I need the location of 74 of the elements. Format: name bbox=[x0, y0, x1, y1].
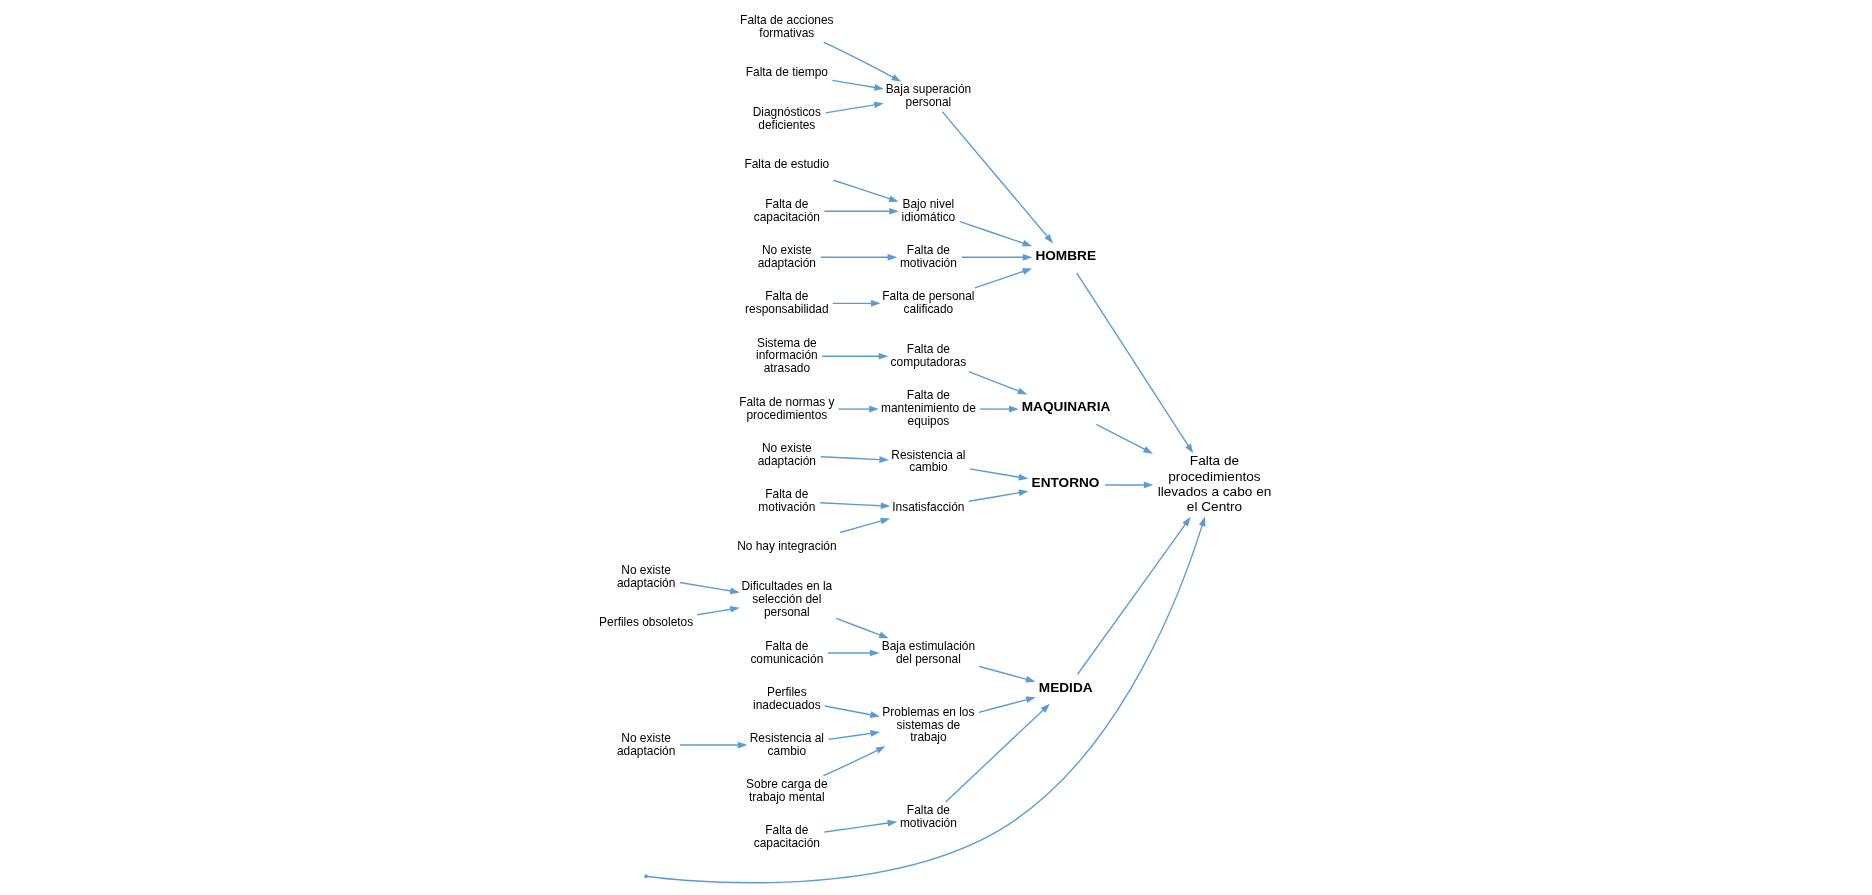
arrow bbox=[968, 468, 1028, 481]
node-text: Falta de responsabilidad bbox=[744, 289, 829, 316]
arrow bbox=[1104, 481, 1153, 489]
arrow bbox=[977, 696, 1036, 713]
node-text: Falta de comunicación bbox=[749, 638, 823, 666]
node-text: Insatisfacción bbox=[891, 500, 965, 515]
node-text: ENTORNO bbox=[1031, 475, 1099, 491]
arrow bbox=[831, 300, 881, 307]
node-text: No hay integración bbox=[736, 539, 837, 554]
node-text: Falta de mantenimiento de equipos bbox=[880, 388, 976, 429]
node-text: Sistema de información atrasado bbox=[755, 335, 818, 376]
node-text: No existe adaptación bbox=[757, 440, 816, 468]
arrow bbox=[967, 489, 1028, 502]
arrow bbox=[839, 517, 890, 534]
node-text: Falta de motivación bbox=[757, 486, 815, 514]
arrow bbox=[823, 819, 897, 833]
node-text: Perfiles inadecuados bbox=[752, 684, 821, 712]
node-text: Falta de procedimientos llevados a cabo en el Centro bbox=[1157, 453, 1271, 515]
node-text: Sobre carga de trabajo mental bbox=[745, 776, 828, 804]
arrow bbox=[824, 101, 884, 114]
node-text: Baja superación personal bbox=[885, 81, 971, 109]
node-text: Falta de motivación bbox=[899, 803, 957, 831]
node-text: Falta de computadoras bbox=[890, 341, 966, 369]
arrow bbox=[978, 665, 1035, 683]
node-text: Falta de motivación bbox=[899, 243, 957, 270]
node-text: Falta de acciones formativas bbox=[739, 12, 834, 40]
arrow bbox=[678, 581, 740, 595]
arrow bbox=[818, 502, 890, 510]
arrow bbox=[821, 352, 888, 360]
node-text: Diagnósticos deficientes bbox=[752, 104, 821, 132]
node-text: Resistencia al cambio bbox=[890, 447, 966, 475]
arrow bbox=[960, 253, 1032, 261]
arrow bbox=[1076, 516, 1191, 675]
arrow bbox=[822, 746, 886, 777]
arrow bbox=[944, 703, 1050, 803]
arrow bbox=[832, 179, 899, 202]
node-text: Falta de capacitación bbox=[753, 822, 820, 850]
arrow bbox=[678, 741, 747, 749]
node-text: Baja estimulación del personal bbox=[881, 638, 975, 666]
arrow bbox=[827, 730, 880, 740]
node-text: Falta de personal calificado bbox=[881, 289, 974, 316]
arrow bbox=[646, 516, 1205, 884]
node-text: Bajo nivel idiomático bbox=[901, 197, 955, 224]
node-text: No existe adaptación bbox=[757, 243, 816, 270]
arrow bbox=[819, 456, 889, 463]
node-text: Resistencia al cambio bbox=[749, 730, 824, 758]
arrow bbox=[973, 268, 1032, 289]
node-text: Falta de tiempo bbox=[745, 65, 828, 80]
node-text: Falta de capacitación bbox=[753, 197, 820, 224]
arrow bbox=[837, 405, 879, 413]
arrow bbox=[696, 606, 740, 616]
arrow bbox=[958, 221, 1032, 247]
arrow bbox=[826, 649, 880, 657]
node-text: Perfiles obsoletos bbox=[598, 615, 693, 630]
node-text: Falta de normas y procedimientos bbox=[738, 394, 835, 422]
arrow bbox=[831, 79, 884, 91]
arrow bbox=[1075, 272, 1193, 454]
node-text: MAQUINARIA bbox=[1021, 399, 1110, 415]
node-text: MEDIDA bbox=[1038, 680, 1093, 696]
arrow bbox=[822, 41, 901, 82]
arrow bbox=[1095, 423, 1153, 454]
arrow bbox=[819, 253, 897, 261]
node-text: Falta de estudio bbox=[743, 157, 829, 172]
arrow bbox=[835, 617, 889, 639]
node-text: Dificultades en la selección del personal bbox=[740, 579, 832, 620]
node-text: HOMBRE bbox=[1034, 247, 1096, 263]
arrow bbox=[823, 207, 899, 215]
node-text: Problemas en los sistemas de trabajo bbox=[881, 704, 974, 745]
node-text: No existe adaptación bbox=[616, 730, 675, 758]
arrow bbox=[823, 705, 880, 718]
arrow bbox=[941, 110, 1053, 244]
arrow bbox=[967, 370, 1027, 395]
arrow bbox=[978, 405, 1019, 413]
node-text: No existe adaptación bbox=[616, 562, 675, 590]
